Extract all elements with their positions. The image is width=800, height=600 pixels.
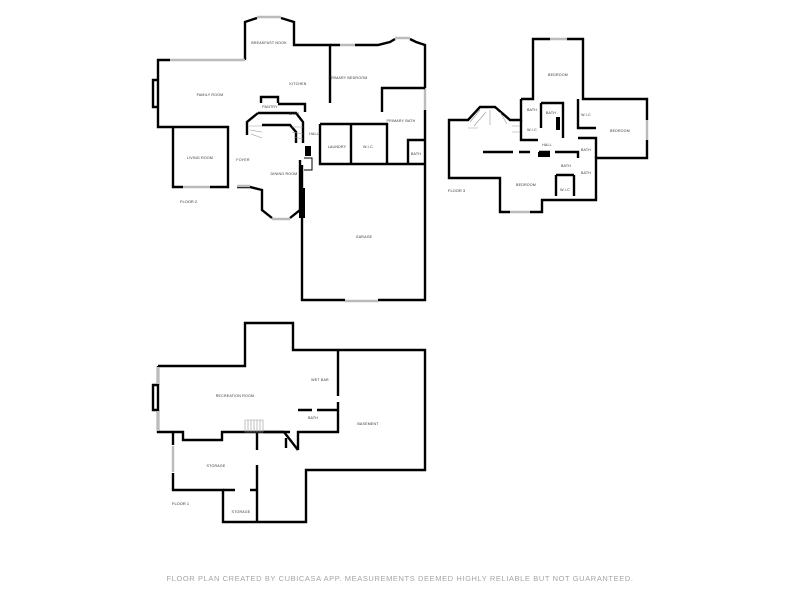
room-label: BATH xyxy=(546,111,556,115)
room-label: BATH xyxy=(581,171,591,175)
room-label: STORAGE xyxy=(207,464,226,468)
room-label: GARAGE xyxy=(356,235,373,239)
room-label: W.I.C xyxy=(560,188,570,192)
room-label: FOYER xyxy=(236,158,250,162)
room-label: HALL xyxy=(309,132,319,136)
wall-column xyxy=(305,146,311,156)
room-label: FAMILY ROOM xyxy=(197,93,224,97)
room-label: BATH xyxy=(581,148,591,152)
wall-column xyxy=(556,117,560,130)
room-label: PRIMARY BATH xyxy=(387,119,416,123)
floor-plan-main: BREAKFAST NOOK KITCHEN FAMILY ROOM PANTR… xyxy=(151,15,427,303)
room-label: LAUNDRY xyxy=(328,145,347,149)
room-label: BATH xyxy=(561,164,571,168)
room-label: BATH xyxy=(308,416,318,420)
wall-column xyxy=(538,152,550,157)
room-label: BATH xyxy=(527,108,537,112)
floor-label: FLOOR 2 xyxy=(180,199,198,204)
room-label: PANTRY xyxy=(262,105,278,109)
room-label: KITCHEN xyxy=(289,82,306,86)
wall-column xyxy=(299,188,305,218)
room-label: STORAGE xyxy=(232,510,251,514)
room-label: HALL xyxy=(542,143,552,147)
floor-label: FLOOR 1 xyxy=(172,501,190,506)
room-label: W.I.C xyxy=(581,113,591,117)
room-label: DINING ROOM xyxy=(271,172,298,176)
floor-label: FLOOR 3 xyxy=(448,188,466,193)
disclaimer-footer: FLOOR PLAN CREATED BY CUBICASA APP. MEAS… xyxy=(166,574,634,583)
room-label: BEDROOM xyxy=(548,73,568,77)
room-label: BREAKFAST NOOK xyxy=(251,41,287,45)
room-label: BATH xyxy=(411,152,421,156)
room-label: BEDROOM xyxy=(610,129,630,133)
room-label: BEDROOM xyxy=(516,183,536,187)
room-label: BASEMENT xyxy=(357,422,379,426)
room-label: RECREATION ROOM xyxy=(216,394,254,398)
room-label: WET BAR xyxy=(311,378,329,382)
floor-plan-upper: BEDROOM BATH BATH W.I.C W.I.C BEDROOM HA… xyxy=(447,37,649,214)
room-label: BATH xyxy=(289,112,299,116)
room-label: PRIMARY BEDROOM xyxy=(329,76,368,80)
room-label: W.I.C xyxy=(527,128,537,132)
room-label: LIVING ROOM xyxy=(187,156,213,160)
floor-plan-basement: RECREATION ROOM WET BAR BATH BASEMENT ST… xyxy=(151,321,427,524)
room-label: W.I.C xyxy=(363,145,373,149)
